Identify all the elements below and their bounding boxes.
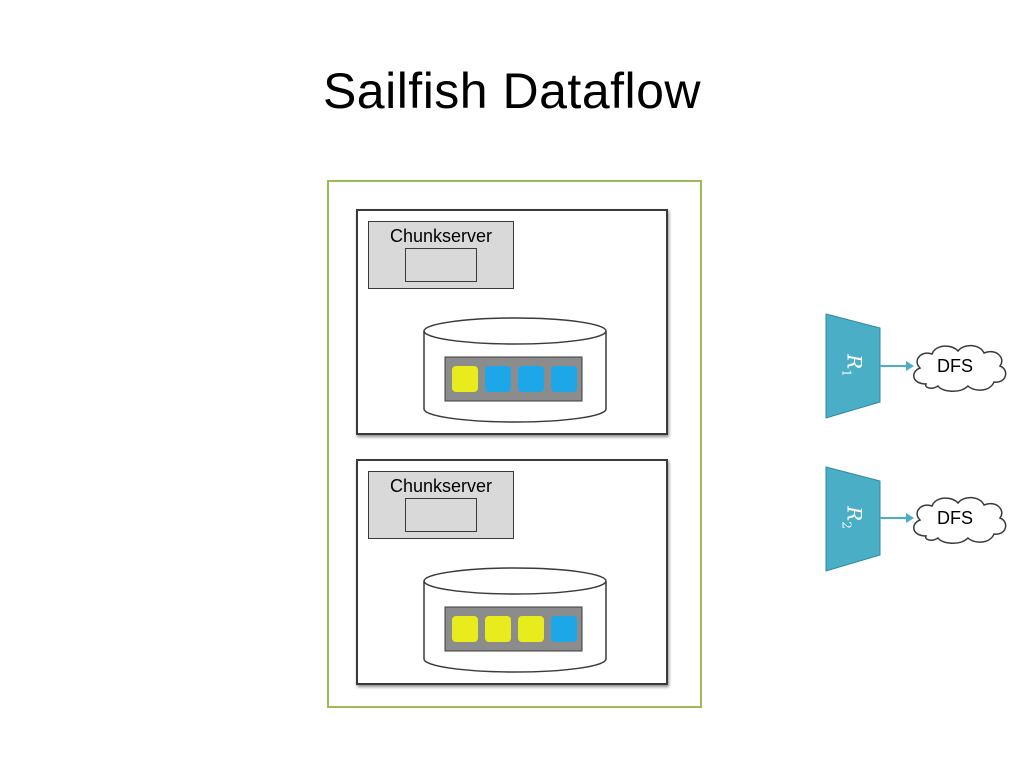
- dfs-label-1: DFS: [937, 356, 973, 376]
- chunk-block-blue: [551, 366, 577, 392]
- arrow-connector-2: [880, 513, 914, 523]
- reducer-label-2: R2: [839, 506, 867, 529]
- chunk-block-yellow: [452, 616, 478, 642]
- reducer-label-1: R1: [839, 354, 867, 377]
- disk-cylinder: [423, 317, 607, 423]
- chunkserver-slot: [405, 498, 477, 532]
- dfs-label-2: DFS: [937, 508, 973, 528]
- chunkserver-box: Chunkserver: [368, 221, 514, 289]
- chunk-block-yellow: [452, 366, 478, 392]
- chunk-block-yellow: [518, 616, 544, 642]
- reducer-shape-1: [825, 313, 881, 419]
- dfs-cloud-1: [913, 344, 1007, 392]
- chunk-block-blue: [518, 366, 544, 392]
- chunkserver-box: Chunkserver: [368, 471, 514, 539]
- arrow-connector-1: [880, 361, 914, 371]
- chunk-block-blue: [551, 616, 577, 642]
- disk-cylinder: [423, 567, 607, 673]
- cluster-node-frame: [327, 180, 702, 708]
- server-box-1: Chunkserver: [356, 209, 668, 435]
- slide-title: Sailfish Dataflow: [322, 63, 702, 119]
- chunkserver-label: Chunkserver: [389, 476, 493, 496]
- chunk-block-blue: [485, 366, 511, 392]
- chunk-block-yellow: [485, 616, 511, 642]
- chunkserver-label: Chunkserver: [389, 226, 493, 246]
- chunkserver-slot: [405, 248, 477, 282]
- reducer-shape-2: [825, 466, 881, 572]
- server-box-2: Chunkserver: [356, 459, 668, 685]
- dfs-cloud-2: [913, 496, 1007, 544]
